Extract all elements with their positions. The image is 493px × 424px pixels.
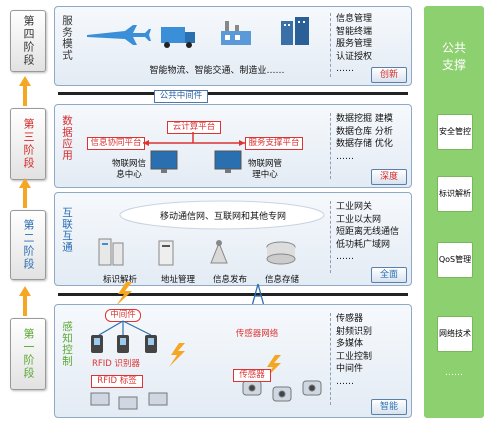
factory-icon bbox=[221, 21, 251, 45]
airplane-icon bbox=[87, 25, 151, 45]
arrow-head-1 bbox=[19, 286, 31, 296]
data-list: 数据挖掘 建模 数据仓库 分析 数据存储 优化 …… bbox=[330, 113, 410, 179]
list-item: 数据挖掘 建模 bbox=[336, 114, 393, 124]
list-item: …… bbox=[336, 376, 354, 387]
public-item-id: 标识解析 bbox=[437, 176, 473, 212]
stage-2-box: 第二阶段 bbox=[10, 210, 46, 280]
sense-list: 传感器 射频识别 多媒体 工业控制 中间件 …… bbox=[330, 313, 410, 405]
sensor-node-icon bbox=[242, 380, 322, 402]
stage-1-label: 第一阶段 bbox=[22, 328, 35, 380]
public-middleware-box: 公共中间件 bbox=[154, 90, 208, 103]
list-item: …… bbox=[336, 252, 354, 262]
manage-center-label: 物联网管理中心 bbox=[247, 159, 282, 180]
arrow-shaft-2 bbox=[23, 186, 27, 208]
rfid-reader-icon bbox=[91, 335, 157, 353]
public-support-column: 公共支撑 安全管控 标识解析 QoS管理 网络技术 …… bbox=[424, 6, 484, 418]
service-tag: 创新 bbox=[371, 67, 407, 83]
arrow-head-2 bbox=[19, 178, 31, 188]
sense-layer-label: 感知控制 bbox=[61, 321, 73, 367]
list-item: 多媒体 bbox=[336, 339, 364, 349]
sense-tag: 智能 bbox=[371, 399, 407, 415]
list-item: 智能终端 bbox=[336, 26, 373, 37]
public-item-qos: QoS管理 bbox=[437, 242, 473, 278]
list-item: 传感器 bbox=[336, 314, 364, 324]
list-item: 短距离无线通信 bbox=[336, 227, 400, 237]
info-center-label: 物联网信息中心 bbox=[111, 159, 146, 180]
network-item-pub: 信息发布 bbox=[212, 275, 247, 285]
list-item: 射频识别 bbox=[336, 326, 373, 337]
server-rack-icon bbox=[98, 238, 124, 266]
top-bus-line bbox=[58, 92, 408, 95]
list-item: …… bbox=[336, 151, 354, 162]
sensor-network-label: 传感器网络 bbox=[235, 329, 279, 339]
arrow-shaft-1 bbox=[23, 294, 27, 316]
server-icon bbox=[158, 240, 174, 266]
data-layer-label: 数据应用 bbox=[61, 115, 73, 161]
arrow-shaft-3 bbox=[23, 84, 27, 106]
stage-3-box: 第三阶段 bbox=[10, 108, 46, 180]
list-item: 认证授权 bbox=[336, 51, 373, 62]
network-item-id: 标识解析 bbox=[102, 275, 137, 285]
list-item: 中间件 bbox=[336, 364, 364, 374]
stage-3-label: 第三阶段 bbox=[22, 118, 35, 170]
lightning-icon bbox=[116, 282, 132, 306]
antenna-tower-icon bbox=[251, 283, 265, 307]
sense-layer: 感知控制 中间件 RFID 识别器 RFID 标签 传感器网络 传感器 传感器 … bbox=[54, 304, 412, 418]
rfid-tag-label: RFID 标签 bbox=[91, 375, 143, 388]
sensor-label: 传感器 bbox=[233, 369, 271, 382]
data-tag: 深度 bbox=[371, 169, 407, 185]
monitor-icon bbox=[214, 150, 242, 173]
storage-icon bbox=[266, 241, 296, 265]
service-list: 信息管理 智能终端 服务管理 认证授权 …… bbox=[330, 13, 410, 77]
network-list: 工业网关 工业以太网 短距离无线通信 低功耗广域网 …… bbox=[330, 201, 410, 273]
lightning-icon bbox=[169, 343, 185, 367]
public-support-title: 公共支撑 bbox=[441, 41, 466, 72]
stage-arrows bbox=[19, 76, 31, 316]
stage-1-box: 第一阶段 bbox=[10, 318, 46, 390]
buildings-icon bbox=[281, 17, 309, 45]
public-more: …… bbox=[445, 368, 463, 378]
list-item: 信息管理 bbox=[336, 14, 373, 24]
stage-2-label: 第二阶段 bbox=[22, 219, 35, 271]
service-platform: 服务支撑平台 bbox=[245, 137, 303, 150]
data-connectors bbox=[143, 132, 245, 173]
cloud-platform: 云计算平台 bbox=[167, 121, 221, 134]
sense-devices bbox=[90, 320, 322, 410]
list-item: 数据仓库 分析 bbox=[336, 126, 393, 137]
network-item-store: 信息存储 bbox=[264, 275, 299, 285]
monitor-icon bbox=[150, 150, 178, 173]
list-item: 数据存储 优化 bbox=[336, 139, 393, 149]
data-layer: 数据应用 云计算平台 信息协同平台 服务支撑平台 物联网信息中心 物联网管理中心… bbox=[54, 104, 412, 188]
cloud-shape bbox=[119, 200, 325, 230]
network-layer: 互联互通 移动通信网、互联网和其他专网 标识解析 地址管理 信息发布 信息存储 … bbox=[54, 192, 412, 286]
network-devices bbox=[98, 238, 296, 266]
lower-bus-line bbox=[58, 293, 408, 296]
bus-links bbox=[116, 282, 265, 307]
broadcast-icon bbox=[210, 240, 228, 264]
arrow-head-3 bbox=[19, 76, 31, 86]
list-item: 工业以太网 bbox=[336, 214, 382, 225]
rfid-reader-label: RFID 识别器 bbox=[91, 359, 141, 369]
service-caption: 智能物流、智能交通、制造业…… bbox=[149, 66, 285, 76]
stage-column: 第四阶段 第三阶段 第二阶段 第一阶段 bbox=[4, 0, 48, 424]
truck-icon bbox=[161, 27, 195, 48]
service-layer-label: 服务模式 bbox=[61, 15, 73, 61]
network-item-addr: 地址管理 bbox=[160, 275, 195, 285]
list-item: …… bbox=[336, 64, 354, 74]
list-item: 工业控制 bbox=[336, 351, 373, 362]
stage-4-box: 第四阶段 bbox=[10, 10, 46, 72]
network-tag: 全面 bbox=[371, 267, 407, 283]
network-caption: 移动通信网、互联网和其他专网 bbox=[159, 212, 286, 222]
public-item-security: 安全管控 bbox=[437, 114, 473, 150]
service-icons bbox=[87, 17, 309, 48]
network-layer-label: 互联互通 bbox=[61, 207, 73, 253]
public-item-network: 网络技术 bbox=[437, 316, 473, 352]
list-item: 工业网关 bbox=[336, 202, 373, 212]
list-item: 低功耗广域网 bbox=[336, 239, 391, 250]
stage-4-label: 第四阶段 bbox=[22, 15, 35, 67]
rfid-tag-icon bbox=[90, 392, 168, 410]
list-item: 服务管理 bbox=[336, 39, 373, 49]
service-layer: 服务模式 智能物流、智能交通、制造业…… 信息管理 智能终端 服务管理 认证授权… bbox=[54, 6, 412, 86]
